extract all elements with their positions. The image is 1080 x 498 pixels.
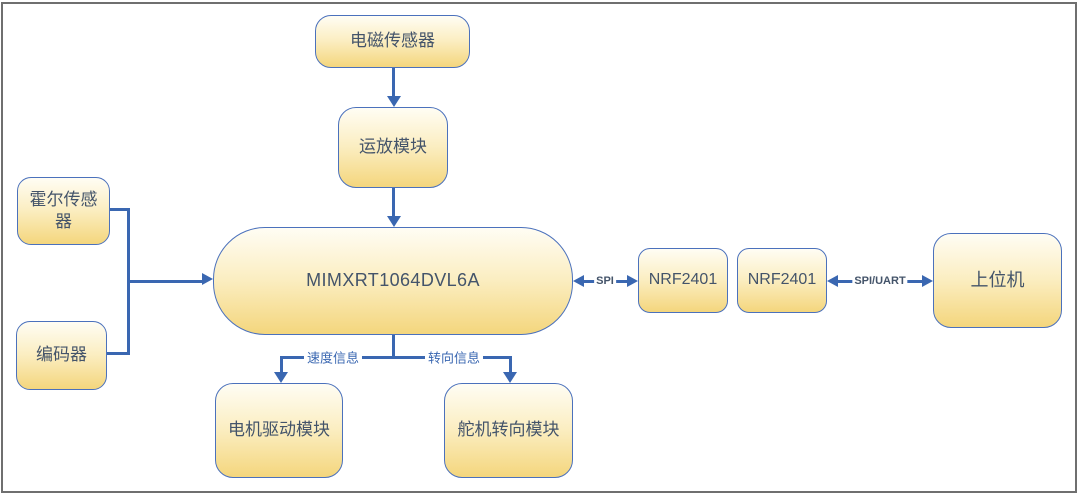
edge-label-speed-info: 速度信息 <box>303 347 363 367</box>
edge-left-to-mcu-arrowhead <box>202 273 213 285</box>
node-nrf2401-right: NRF2401 <box>737 248 827 313</box>
edge-to-servo-arrowhead <box>503 372 517 383</box>
node-mcu-mimxrt1064: MIMXRT1064DVL6A <box>213 227 573 335</box>
node-opamp-module: 运放模块 <box>338 107 448 188</box>
edge-spi-arrowhead-left <box>573 274 584 287</box>
edge-label-spiuart: SPI/UART <box>852 275 908 287</box>
edge-bottom-branch <box>279 355 512 359</box>
edge-to-motor <box>279 355 283 374</box>
edge-opamp-mcu <box>391 188 395 217</box>
edge-mcu-bottom-trunk <box>391 335 395 358</box>
node-servo-steering-module: 舵机转向模块 <box>444 383 573 478</box>
edge-label-steering-info: 转向信息 <box>424 347 484 367</box>
edge-label-spi: SPI <box>594 275 616 287</box>
edge-to-motor-arrowhead <box>274 372 288 383</box>
edge-spiuart-arrowhead-left <box>827 274 838 287</box>
node-electromagnetic-sensor: 电磁传感器 <box>315 15 470 68</box>
edge-to-servo <box>508 355 512 374</box>
edge-emsensor-opamp-arrowhead <box>386 96 401 107</box>
edge-spi-arrowhead-right <box>627 274 638 287</box>
edge-hall-branch <box>110 207 129 211</box>
edge-encoder-branch <box>107 351 129 355</box>
edge-spiuart-arrowhead-right <box>922 274 933 287</box>
node-hall-sensor: 霍尔传感器 <box>17 177 110 245</box>
edge-opamp-mcu-arrowhead <box>386 216 401 227</box>
edge-emsensor-opamp <box>391 68 395 98</box>
node-encoder: 编码器 <box>16 321 107 390</box>
node-motor-drive-module: 电机驱动模块 <box>215 383 343 478</box>
node-nrf2401-left: NRF2401 <box>638 248 728 313</box>
edge-left-to-mcu <box>126 279 204 283</box>
node-host-computer: 上位机 <box>933 233 1062 328</box>
